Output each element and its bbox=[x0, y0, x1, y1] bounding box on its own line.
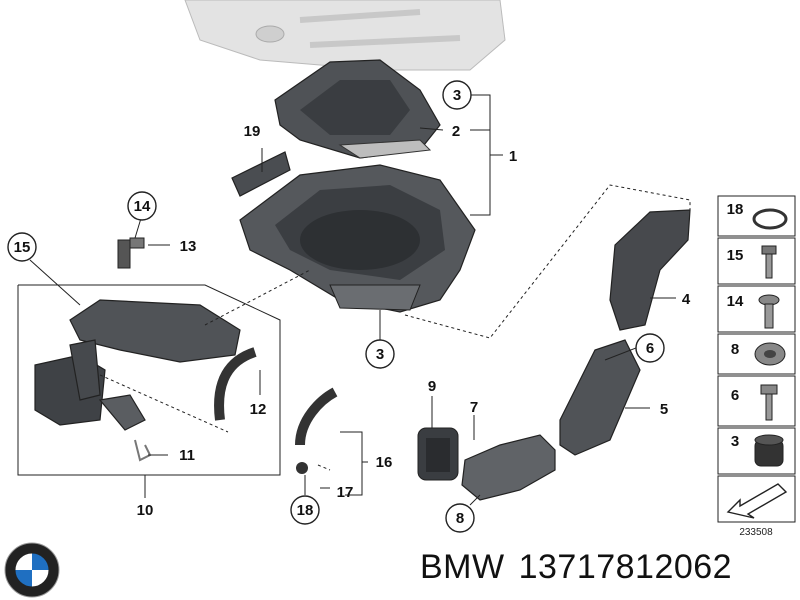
callouts: 3 2 1 19 14 13 15 3 4 6 5 9 7 8 12 11 10… bbox=[7, 80, 691, 533]
screw-icon bbox=[761, 245, 777, 279]
bolt-icon bbox=[758, 294, 780, 329]
part-number: 13717812062 bbox=[518, 548, 733, 586]
callout-5: 5 bbox=[660, 401, 668, 418]
callout-16: 16 bbox=[376, 454, 393, 471]
part-5-duct bbox=[559, 339, 641, 456]
footer-part-label: BMW 13717812062 bbox=[420, 548, 746, 587]
part-4-duct bbox=[609, 209, 691, 331]
part-11-clip bbox=[134, 439, 152, 462]
callout-1: 1 bbox=[509, 148, 517, 165]
callout-15: 15 bbox=[14, 239, 31, 256]
brand-name: BMW bbox=[420, 548, 505, 586]
o-ring-icon bbox=[752, 208, 788, 230]
diagram-image-number: 233508 bbox=[739, 527, 773, 538]
callout-6: 6 bbox=[646, 340, 654, 357]
part-17-plug bbox=[296, 462, 308, 474]
callout-12: 12 bbox=[250, 401, 267, 418]
callout-10: 10 bbox=[137, 502, 154, 519]
callout-11: 11 bbox=[179, 447, 195, 464]
part-19-plate bbox=[231, 151, 291, 197]
callout-8: 8 bbox=[456, 510, 464, 527]
legend-label-6: 3 bbox=[731, 433, 739, 450]
callout-4: 4 bbox=[682, 291, 691, 308]
callout-2: 2 bbox=[452, 123, 460, 140]
part-7-duct bbox=[461, 434, 556, 501]
callout-3a: 3 bbox=[453, 87, 461, 104]
assembly-frame bbox=[17, 284, 281, 476]
callout-3b: 3 bbox=[376, 346, 384, 363]
hex-bolt-icon bbox=[760, 384, 778, 421]
engine-cover bbox=[184, 0, 506, 71]
grommet-icon bbox=[754, 342, 786, 366]
intake-duct-assembly bbox=[34, 299, 241, 431]
air-filter-housing bbox=[239, 164, 476, 313]
callout-18: 18 bbox=[297, 502, 314, 519]
legend-label-3: 14 bbox=[727, 293, 744, 310]
callout-17: 17 bbox=[337, 484, 354, 501]
callout-7: 7 bbox=[470, 399, 478, 416]
bmw-logo-icon bbox=[4, 542, 60, 598]
callout-13: 13 bbox=[180, 238, 197, 255]
part-9-grille bbox=[417, 427, 459, 481]
callout-14: 14 bbox=[134, 198, 151, 215]
direction-arrow-icon bbox=[726, 483, 788, 519]
fastener-legend: 18 15 14 8 6 3 233508 bbox=[717, 195, 796, 538]
air-filter-lid bbox=[274, 59, 441, 159]
part-12-hose bbox=[214, 347, 257, 421]
rubber-mount-icon bbox=[754, 434, 784, 467]
sensor bbox=[117, 237, 145, 269]
legend-label-4: 8 bbox=[731, 341, 739, 358]
legend-label-5: 6 bbox=[731, 387, 739, 404]
legend-label-1: 18 bbox=[727, 201, 744, 218]
callout-19: 19 bbox=[244, 123, 261, 140]
part-16-hose bbox=[295, 387, 338, 446]
callout-9: 9 bbox=[428, 378, 436, 395]
legend-label-2: 15 bbox=[727, 247, 744, 264]
dashed-connectors bbox=[99, 184, 691, 471]
leader-lines bbox=[29, 94, 676, 506]
